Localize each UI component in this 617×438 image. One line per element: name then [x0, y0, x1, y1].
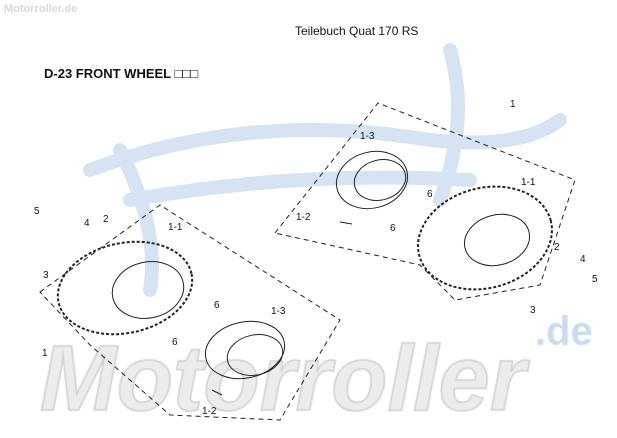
dashed-group-outlines	[39, 102, 576, 421]
callout: 2	[554, 242, 560, 253]
callout: 6	[214, 300, 220, 311]
right-wheel	[335, 150, 553, 291]
callout: 1-2	[296, 212, 311, 223]
callout: 1	[510, 99, 516, 110]
callout: 6	[427, 189, 433, 200]
callout: 4	[84, 218, 90, 229]
document-title: Teilebuch Quat 170 RS	[295, 24, 419, 38]
callout: 1-2	[202, 406, 217, 417]
watermark-scooter	[83, 43, 567, 297]
callout: 6	[172, 337, 178, 348]
watermark-top: Motorroller.de	[4, 3, 78, 15]
callout: 1-1	[521, 177, 536, 188]
left-wheel	[56, 240, 286, 396]
callout: 2	[103, 214, 109, 225]
callout: 1	[42, 348, 48, 359]
callout: 3	[530, 305, 536, 316]
right-callouts: 1 1-3 1-2 6 6 1-1 2 4 5 3	[296, 99, 598, 316]
callout: 1-3	[271, 306, 286, 317]
callout: 6	[390, 223, 396, 234]
left-callouts: 5 4 2 3 1-1 6 6 1-3 1 1-2	[34, 206, 286, 417]
callout: 5	[592, 274, 598, 285]
callout: 5	[34, 206, 40, 217]
callout: 1-1	[168, 222, 183, 233]
callout: 3	[43, 270, 49, 281]
callout: 1-3	[360, 131, 375, 142]
callout: 4	[580, 254, 586, 265]
section-title: D-23 FRONT WHEEL □□□	[44, 66, 199, 81]
